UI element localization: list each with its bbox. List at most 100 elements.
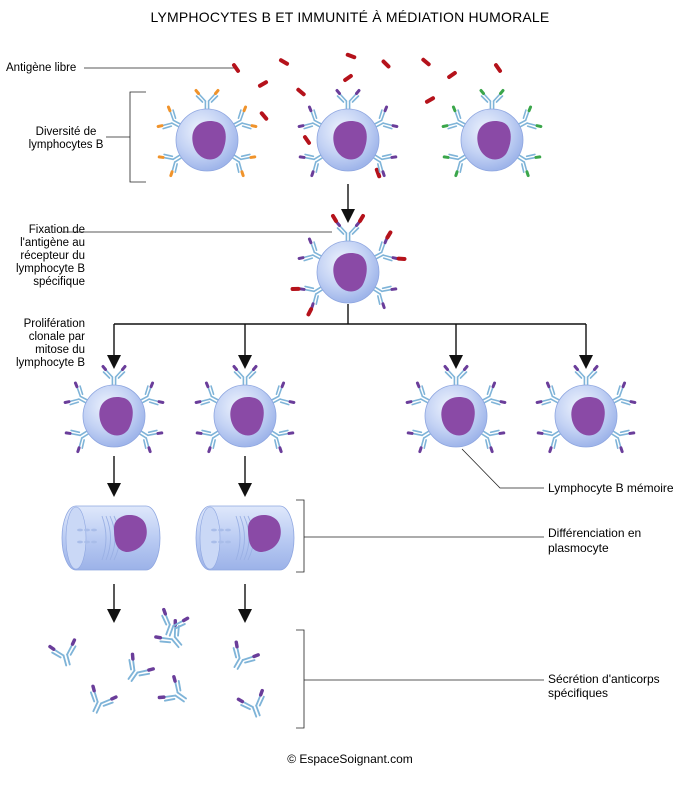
vesicle — [84, 528, 90, 532]
vesicle — [77, 540, 83, 544]
nucleus — [333, 120, 367, 160]
antigen-icon — [306, 307, 314, 317]
bracket-secretion — [296, 629, 305, 729]
secreted-antibody-icon — [161, 607, 190, 637]
nucleus — [333, 252, 367, 292]
vesicle — [225, 528, 231, 532]
vesicle — [225, 540, 231, 544]
receptor-antibody-icon — [479, 429, 506, 454]
receptor-antibody-icon — [442, 153, 469, 178]
receptor-antibody-icon — [406, 429, 433, 454]
er-line — [105, 515, 111, 561]
er-line — [239, 515, 245, 561]
receptor-antibody-icon — [231, 105, 258, 130]
er-line — [101, 515, 107, 561]
label-secretion: Sécrétion d'anticorps spécifiques — [548, 672, 660, 700]
label-proliferation-line-1: Prolifération — [24, 318, 85, 330]
receptor-antibody-icon — [101, 365, 127, 387]
lymphocyte-b-memoire-2 — [554, 384, 618, 448]
receptor-antibody-icon — [372, 105, 399, 130]
nucleus — [248, 514, 281, 552]
free-antigen-icon — [447, 70, 457, 80]
free-antigen-icon — [343, 73, 353, 83]
free-antigen-icon — [493, 63, 503, 73]
receptor-antibody-icon — [441, 105, 468, 130]
free-antigen-icon — [374, 167, 382, 179]
nucleus — [192, 120, 226, 160]
secreted-antibody-icon — [232, 640, 260, 670]
nucleus — [571, 396, 605, 436]
secreted-antibody-icon — [154, 618, 183, 649]
lymphocyte-b-antigen-bound — [316, 240, 380, 304]
free-antigen-icon — [278, 58, 290, 66]
antigen-icon — [358, 214, 365, 223]
receptor-antibody-icon — [230, 153, 257, 178]
antigen-icon — [396, 256, 407, 261]
label-diversite: Diversité de lymphocytes B — [29, 126, 104, 151]
vesicle — [91, 540, 97, 544]
label-diversite-line-2: lymphocytes B — [29, 139, 104, 151]
plasmocyte-2 — [195, 505, 295, 571]
vesicle — [211, 528, 217, 532]
free-antigen-icon — [424, 96, 436, 104]
nucleus — [441, 396, 475, 436]
receptor-antibody-icon — [516, 105, 543, 130]
vesicle — [84, 540, 90, 544]
er-line — [235, 515, 241, 561]
plasmocyte-end — [199, 506, 221, 570]
receptor-antibody-icon — [138, 381, 165, 406]
antigen-icon — [331, 214, 338, 223]
free-antigen-icon — [259, 111, 269, 121]
receptor-antibody-icon — [194, 381, 221, 406]
receptor-antibody-icon — [290, 285, 325, 317]
lymphocyte-b-orange — [175, 108, 239, 172]
label-proliferation-line-4: lymphocyte B — [16, 357, 85, 369]
receptor-antibody-icon — [610, 381, 637, 406]
bracket-diversite — [129, 91, 146, 183]
label-fixation-line-5: spécifique — [33, 276, 85, 288]
nucleus — [99, 396, 133, 436]
nucleus — [230, 396, 264, 436]
free-antigen-icon — [345, 52, 357, 60]
label-fixation-line-1: Fixation de — [29, 224, 85, 236]
receptor-antibody-icon — [515, 153, 542, 178]
label-secretion-line-1: Sécrétion d'anticorps — [548, 672, 660, 686]
receptor-antibody-icon — [372, 230, 407, 262]
vesicle — [218, 540, 224, 544]
label-diversite-line-1: Diversité de — [36, 126, 97, 138]
receptor-antibody-icon — [405, 381, 432, 406]
flow-arrows — [107, 184, 593, 623]
label-differenciation-line-2: plasmocyte — [548, 541, 609, 555]
receptor-antibody-icon — [195, 429, 222, 454]
receptor-antibody-icon — [479, 89, 505, 111]
illustrations — [48, 52, 637, 718]
label-antigene-libre: Antigène libre — [6, 62, 76, 74]
free-antigen-icon — [257, 80, 269, 88]
receptor-antibody-icon — [443, 365, 469, 387]
footer-copyright: © EspaceSoignant.com — [287, 752, 413, 766]
free-antigen-icon — [421, 57, 431, 67]
receptor-antibody-icon — [535, 381, 562, 406]
lymphocyte-b-clone-1 — [82, 384, 146, 448]
secreted-antibody-icon — [236, 688, 265, 718]
label-fixation-line-4: lymphocyte B — [16, 263, 85, 275]
receptor-antibody-icon — [137, 429, 164, 454]
receptor-antibody-icon — [331, 214, 365, 243]
label-fixation: Fixation de l'antigène au récepteur du l… — [16, 224, 85, 288]
receptor-antibody-icon — [371, 153, 398, 178]
receptor-antibody-icon — [297, 105, 324, 130]
label-differenciation: Différenciation en plasmocyte — [548, 526, 641, 555]
receptor-antibody-icon — [156, 105, 183, 130]
receptor-antibody-icon — [371, 285, 398, 310]
receptor-antibody-icon — [63, 381, 90, 406]
bracket-differenciation — [296, 499, 305, 573]
secreted-antibody-icon — [127, 652, 155, 682]
vesicle — [91, 528, 97, 532]
receptor-antibody-icon — [268, 429, 295, 454]
label-proliferation-line-2: clonale par — [29, 331, 85, 343]
receptor-antibody-icon — [609, 429, 636, 454]
receptor-antibody-icon — [232, 365, 258, 387]
plasmocyte-1 — [61, 505, 161, 571]
receptor-antibody-icon — [536, 429, 563, 454]
